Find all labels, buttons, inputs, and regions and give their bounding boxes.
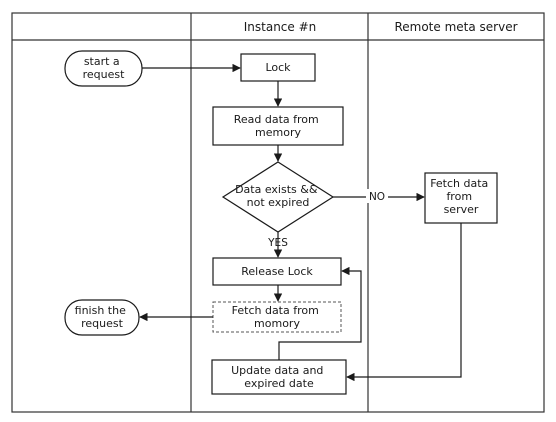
finish-terminal-label: finish the request <box>75 304 130 330</box>
update-data-label: Update data and expired date <box>231 364 327 390</box>
release-lock-box <box>212 257 342 286</box>
fetch-server-label: Fetch data from server <box>430 177 492 216</box>
swimlane-frame <box>11 12 545 413</box>
decision-label: Data exists && not expired <box>235 183 321 209</box>
fetch-memory-label: Fetch data from momory <box>232 304 323 330</box>
lock-box-label: Lock <box>265 61 291 74</box>
release-lock-label: Release Lock <box>241 265 313 278</box>
lane-header-instance: Instance #n <box>244 20 317 34</box>
start-terminal-label: start a request <box>83 55 126 81</box>
edge-fetch-server-to-update <box>346 223 462 382</box>
read-memory-box <box>212 106 344 146</box>
lane-header-remote: Remote meta server <box>394 20 517 34</box>
lock-box <box>240 53 316 82</box>
finish-terminal <box>64 299 140 336</box>
no-label-bg <box>366 189 388 203</box>
read-memory-label: Read data from memory <box>234 113 323 139</box>
swimlane-border <box>11 12 545 413</box>
edge-label-no: NO <box>369 191 385 203</box>
edge-label-yes: YES <box>267 237 288 249</box>
update-data-box <box>211 359 347 395</box>
edge-update-to-release <box>278 266 362 360</box>
